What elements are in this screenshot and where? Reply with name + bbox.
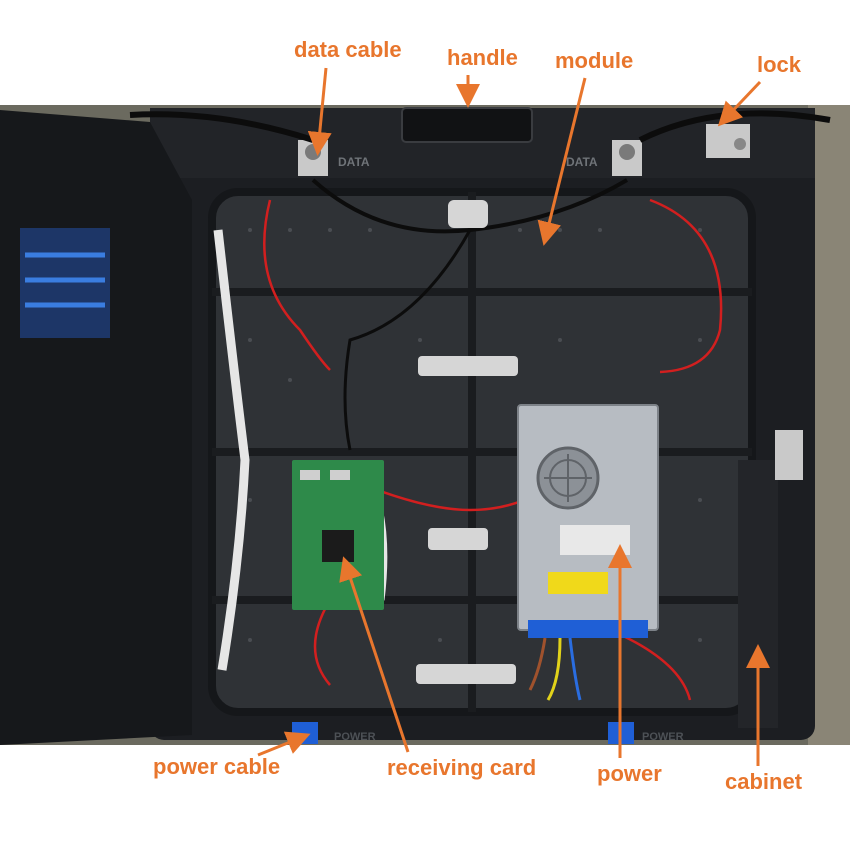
callout-arrows bbox=[257, 67, 770, 766]
power-text-right: POWER bbox=[642, 731, 684, 743]
data-connector-right[interactable] bbox=[612, 140, 642, 176]
white-ribbon-loop bbox=[213, 229, 250, 671]
arrow-power-cable bbox=[257, 731, 311, 757]
door-blue-lines bbox=[25, 252, 105, 308]
label-lock: lock bbox=[757, 52, 802, 77]
label-cabinet: cabinet bbox=[725, 769, 803, 794]
power-text-left: POWER bbox=[334, 731, 376, 743]
power-supply-unit[interactable] bbox=[517, 404, 659, 638]
label-data-cable: data cable bbox=[294, 37, 402, 62]
arrow-lock bbox=[717, 80, 762, 127]
arrow-module bbox=[537, 77, 587, 246]
handle-shape[interactable] bbox=[401, 107, 533, 143]
data-text-left: DATA bbox=[338, 155, 370, 169]
label-module: module bbox=[555, 48, 634, 73]
led-dots bbox=[248, 228, 702, 642]
data-text-right: DATA bbox=[566, 155, 598, 169]
right-latch bbox=[775, 430, 803, 480]
door-blue-panel bbox=[20, 228, 110, 338]
data-connector-left[interactable] bbox=[298, 140, 328, 176]
label-receiving-card: receiving card bbox=[387, 755, 537, 780]
arrow-data-cable bbox=[307, 67, 332, 156]
label-handle: handle bbox=[447, 45, 518, 70]
power-wires bbox=[528, 637, 582, 701]
arrow-receiving-card bbox=[339, 556, 410, 753]
internal-cable-2 bbox=[343, 229, 472, 451]
label-power: power bbox=[597, 761, 662, 786]
cabinet-door bbox=[0, 110, 192, 745]
ribbon-cables bbox=[416, 200, 518, 684]
receiving-card-board[interactable] bbox=[292, 460, 384, 610]
label-power-cable: power cable bbox=[153, 754, 281, 779]
data-cable-line bbox=[129, 111, 314, 143]
lock-knob bbox=[734, 138, 746, 150]
